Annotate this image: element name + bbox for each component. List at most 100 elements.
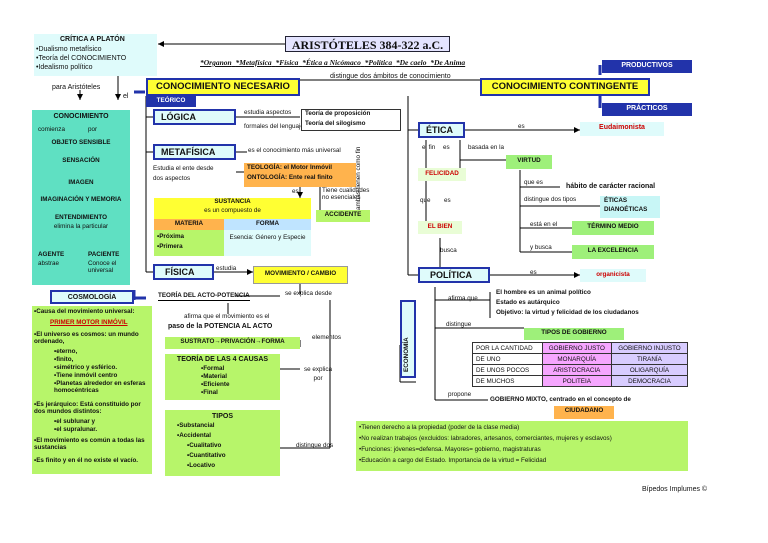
eudaimonista-box: Eudaimonista [580, 122, 664, 136]
step-entendimiento: ENTENDIMIENTO [54, 214, 107, 221]
table-cell: TIRANÍA [610, 353, 689, 365]
etica-es3: es [444, 197, 451, 204]
conocimiento-contingente: CONOCIMIENTO CONTINGENTE [480, 78, 650, 96]
excelencia-label: LA EXCELENCIA [587, 247, 639, 254]
esta-en: está en el [530, 221, 558, 228]
comienza-label: comienza [38, 126, 65, 133]
productivos-badge: PRODUCTIVOS [602, 60, 692, 73]
metafisica-es2: es [292, 188, 299, 195]
ciudadano-note: •Educación a cargo del Estado. Importanc… [359, 457, 547, 464]
credit: Bípedos Implumes © [642, 486, 708, 493]
eticas-box: ÉTICAS DIANOÉTICAS [600, 196, 660, 218]
metafisica-box: METAFÍSICA [153, 144, 236, 160]
logica-box: LÓGICA [153, 109, 236, 125]
felicidad-box: FELICIDAD [418, 168, 466, 181]
excelencia-box: LA EXCELENCIA [572, 245, 654, 259]
table-row: DE UNOS POCOS ARISTOCRACIA OLIGARQUÍA [472, 364, 689, 376]
table-cell: DE MUCHOS [472, 375, 543, 387]
table-cell: POR LA CANTIDAD [472, 342, 543, 354]
eticas-label: ÉTICAS [604, 197, 628, 204]
cosmologia-label: COSMOLOGÍA [67, 294, 117, 301]
table-cell: DEMOCRACIA [610, 375, 689, 387]
cosmo-prop: •Tiene inmóvil centro [54, 372, 118, 379]
tipo-item: •Accidental [177, 432, 212, 439]
teologia-ontologia: TEOLOGÍA: el Motor Inmóvil ONTOLOGÍA: En… [244, 163, 356, 187]
tipo-item: •Substancial [177, 422, 215, 429]
cosmo-prop: •simétrico y esférico. [54, 364, 118, 371]
etica-box: ÉTICA [418, 122, 465, 138]
critica-item: •Dualismo metafísico [36, 46, 102, 53]
materia-body: •Próxima •Primera [154, 230, 224, 256]
cosmo-finito: •Es finito y en él no existe el vacío. [34, 457, 139, 464]
table-cell: OLIGARQUÍA [610, 364, 689, 376]
work-item: *De caelo [395, 58, 427, 67]
virtud-label: VIRTUD [517, 157, 541, 164]
etica-label: ÉTICA [426, 125, 453, 135]
materia-proxima: •Próxima [157, 233, 185, 240]
se-explica-por: se explica por [303, 366, 332, 382]
ambas-fin: ambas tienen como fin [355, 146, 362, 210]
movimiento-box: MOVIMIENTO / CAMBIO [253, 266, 348, 284]
politica-box: POLÍTICA [418, 267, 490, 283]
tipo-item: •Cuantitativo [187, 452, 226, 459]
basada-en: basada en la [468, 144, 505, 151]
table-row: DE UNO MONARQUÍA TIRANÍA [472, 353, 689, 365]
fisica-box: FÍSICA [153, 264, 214, 280]
sustancia-title: SUSTANCIA [214, 198, 251, 205]
logica-formales: formales del lenguaje en [244, 123, 313, 130]
abstrae-label: abstrae [38, 260, 60, 267]
step-imaginacion: IMAGINACIÓN Y MEMORIA [40, 196, 122, 203]
cosmo-comun: •El movimiento es común a todas las sust… [34, 437, 145, 451]
cosmologia-box: COSMOLOGÍA [50, 290, 134, 304]
fisica-estudia: estudia [216, 265, 237, 272]
cosmo-causa: •Causa del movimiento universal: [34, 308, 135, 315]
step-sensacion: SENSACIÓN [62, 157, 100, 164]
etica-es2: es [443, 144, 450, 151]
el-bien-label: EL BIEN [427, 223, 453, 230]
sustrato-box: SUSTRATO→PRIVACIÓN→FORMA [165, 337, 300, 349]
para-aristoteles: para Aristóteles [52, 84, 101, 91]
distingue-ambitos: distingue dos ámbitos de conocimiento [330, 73, 451, 80]
ciudadano-note: •Funciones: jóvenes=defensa. Mayores= go… [359, 446, 541, 453]
elementos-label: elementos [312, 334, 342, 341]
table-cell: DE UNOS POCOS [472, 364, 543, 376]
tipos-movimiento-box: TIPOS •Substancial •Accidental •Cualitat… [165, 410, 280, 476]
felicidad-label: FELICIDAD [425, 170, 459, 177]
causa-item: •Material [201, 373, 228, 380]
distingue-tipos: distingue dos tipos [524, 196, 577, 203]
critica-box: CRÍTICA A PLATÓN •Dualismo metafísico •T… [34, 34, 157, 76]
organicista-box: organicista [580, 269, 646, 282]
materia-primera: •Primera [157, 243, 183, 250]
conocimiento-necesario: CONOCIMIENTO NECESARIO [146, 78, 300, 96]
forma-body: Esencia: Género y Especie [224, 230, 311, 256]
ciudadano-note: •Tienen derecho a la propiedad (poder de… [359, 424, 520, 431]
dianoeticas-label: DIANOÉTICAS [604, 206, 648, 213]
ontologia: ONTOLOGÍA: Ente real finito [247, 174, 333, 181]
tipo-item: •Cualitativo [187, 442, 222, 449]
page-title: ARISTÓTELES 384-322 a.C. [291, 38, 444, 52]
politica-propone: propone [448, 391, 472, 398]
cosmo-jerarquico: •Es jerárquico: Está constituido por dos… [34, 401, 141, 415]
ciudadano-label: CIUDADANO [564, 407, 604, 414]
cosmo-prop: •eterno, [54, 348, 78, 355]
logica-teorias: Teoría de proposición Teoría del silogis… [301, 109, 401, 131]
table-row: DE MUCHOS POLITEIA DEMOCRACIA [472, 375, 689, 387]
teoria-acto-potencia: TEORÍA DEL ACTO-POTENCIA [158, 292, 250, 301]
sustancia-sub: es un compuesto de [204, 207, 261, 214]
cosmo-mundo: •el sublunar y [54, 418, 96, 425]
sustancia-box: SUSTANCIA es un compuesto de [154, 198, 311, 219]
cuatro-causas-box: TEORÍA DE LAS 4 CAUSAS •Formal •Material… [165, 354, 280, 400]
causa-item: •Final [201, 389, 218, 396]
primer-motor: PRIMER MOTOR INMÓVIL [50, 319, 128, 326]
conocimiento-title: CONOCIMIENTO [53, 113, 109, 120]
sustrato-label: SUSTRATO→PRIVACIÓN→FORMA [180, 338, 285, 345]
table-cell: POLITEIA [541, 375, 612, 387]
etica-busca: busca [440, 247, 457, 254]
forma-header: FORMA [224, 219, 311, 230]
organicista-label: organicista [596, 271, 630, 278]
cosmologia-body: •Causa del movimiento universal: PRIMER … [32, 306, 152, 474]
el-fin: el fin [422, 144, 436, 151]
fisica-label: FÍSICA [165, 267, 195, 277]
practicos-badge: PRÁCTICOS [602, 103, 692, 116]
teorico-badge: TEÓRICO [146, 96, 196, 107]
